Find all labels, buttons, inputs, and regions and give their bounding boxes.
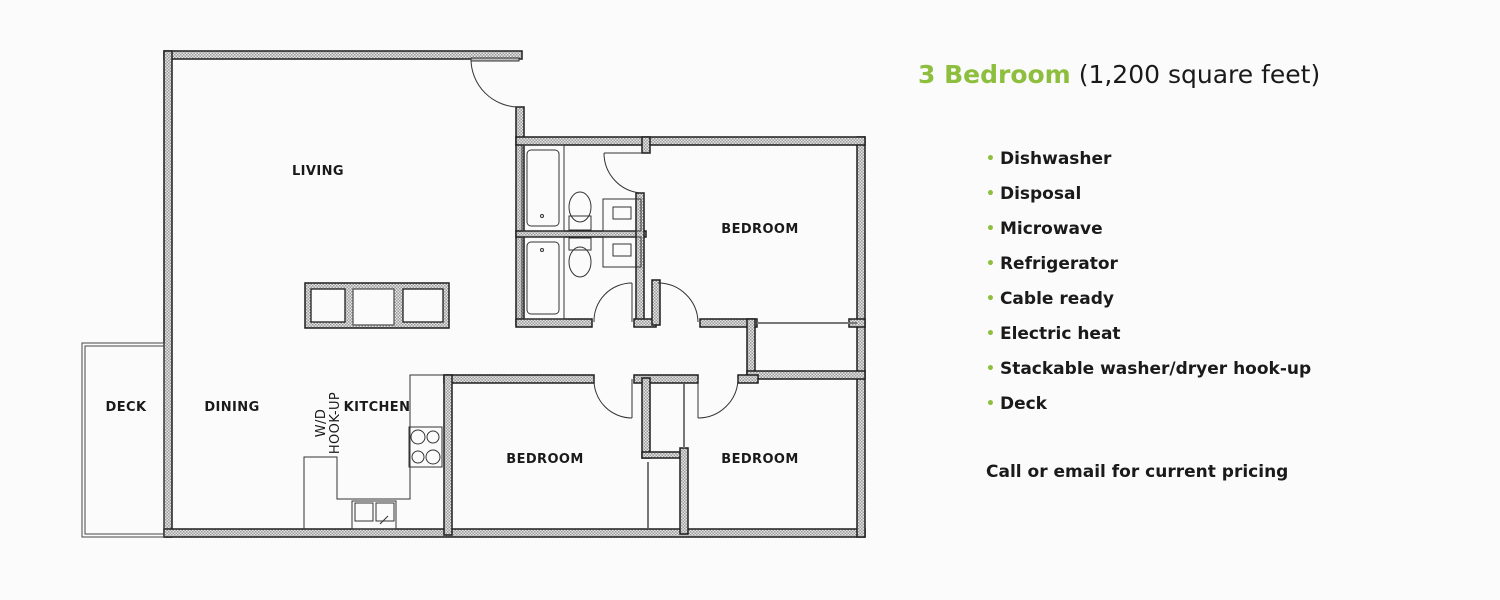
wd-label-line2: HOOK-UP [328, 392, 343, 454]
feature-label: Deck [999, 394, 1047, 414]
unit-bedrooms: 3 Bedroom [918, 60, 1071, 89]
room-label-bedroom-1: BEDROOM [721, 222, 798, 237]
unit-size: (1,200 square feet) [1078, 60, 1321, 89]
bathroom-fixtures [521, 144, 642, 320]
bullet-icon: • [986, 186, 995, 202]
feature-item: •Deck [986, 392, 1311, 427]
feature-item: •Dishwasher [986, 147, 1311, 182]
kitchen-counters [303, 374, 444, 530]
bullet-icon: • [986, 256, 995, 272]
feature-item: •Stackable washer/dryer hook-up [986, 357, 1311, 392]
entry-door [470, 57, 520, 108]
feature-label: Disposal [999, 184, 1082, 204]
feature-item: •Electric heat [986, 322, 1311, 357]
bullet-icon: • [986, 326, 995, 342]
pricing-note: Call or email for current pricing [986, 462, 1289, 482]
bullet-icon: • [986, 361, 995, 377]
bullet-icon: • [986, 291, 995, 307]
island [310, 288, 444, 326]
floor-plan: LIVING BEDROOM DECK DINING KITCHEN BEDRO… [81, 50, 866, 538]
feature-label: Cable ready [999, 289, 1114, 309]
feature-label: Stackable washer/dryer hook-up [999, 359, 1312, 379]
unit-title: 3 Bedroom (1,200 square feet) [918, 60, 1320, 89]
feature-item: •Cable ready [986, 287, 1311, 322]
feature-item: •Disposal [986, 182, 1311, 217]
wd-hookup-label: W/D HOOK-UP [314, 392, 343, 454]
bullet-icon: • [986, 221, 995, 237]
room-label-deck: DECK [106, 400, 147, 415]
unit-header: 3 Bedroom (1,200 square feet) [918, 60, 1320, 89]
room-label-bedroom-2: BEDROOM [506, 452, 583, 467]
deck [81, 342, 165, 538]
room-label-dining: DINING [204, 400, 259, 415]
room-label-living: LIVING [292, 164, 344, 179]
interior-doors [593, 152, 857, 528]
wd-label-line1: W/D [314, 409, 329, 437]
feature-label: Dishwasher [999, 149, 1112, 169]
room-label-kitchen: KITCHEN [344, 400, 411, 415]
feature-label: Refrigerator [999, 254, 1118, 274]
bullet-icon: • [986, 396, 995, 412]
features-list: •Dishwasher •Disposal •Microwave •Refrig… [986, 147, 1311, 427]
feature-item: •Microwave [986, 217, 1311, 252]
feature-item: •Refrigerator [986, 252, 1311, 287]
feature-label: Microwave [999, 219, 1103, 239]
room-label-bedroom-3: BEDROOM [721, 452, 798, 467]
feature-label: Electric heat [999, 324, 1121, 344]
bullet-icon: • [986, 151, 995, 167]
